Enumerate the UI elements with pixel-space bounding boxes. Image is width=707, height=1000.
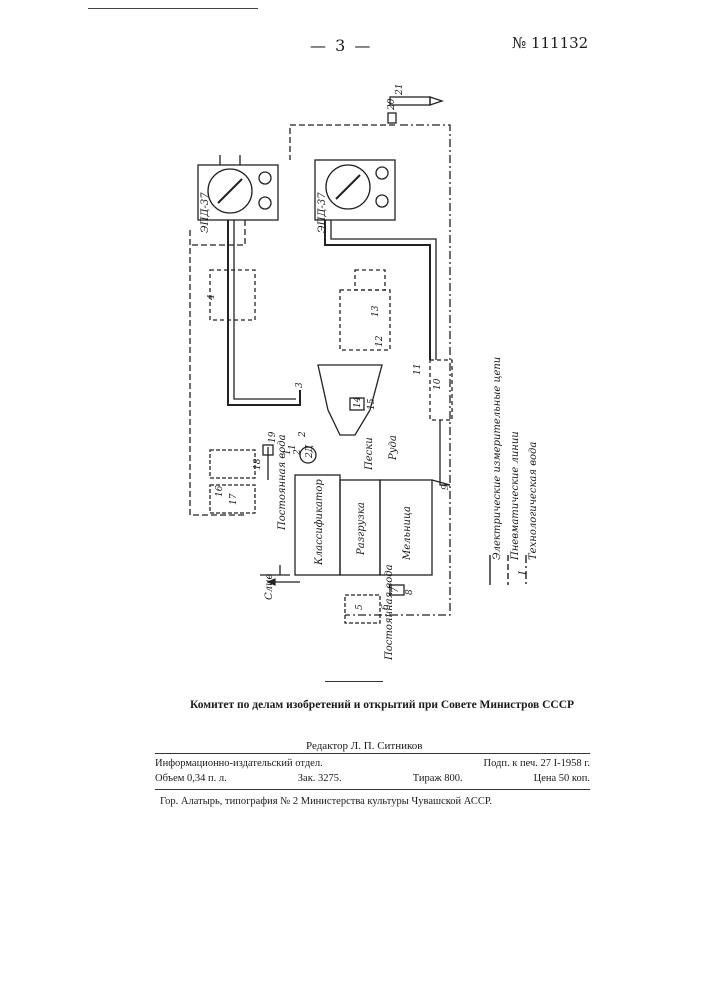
legend-mark: I	[518, 570, 529, 576]
ref-10: 10	[433, 378, 443, 390]
ref-20: 20	[387, 98, 397, 111]
ref-8: 8	[405, 589, 415, 595]
label-ore: Руда	[388, 435, 399, 461]
label-drain: Слив	[264, 574, 275, 600]
label-sands: Пески	[364, 437, 375, 471]
imprint-order: Зак. 3275.	[298, 771, 342, 786]
top-rule	[88, 8, 258, 9]
ref-18: 18	[253, 458, 263, 470]
ref-15: 15	[367, 398, 377, 410]
ref-19: 19	[268, 431, 278, 443]
ref-1: 1	[288, 444, 298, 450]
ref-2: 2	[298, 431, 308, 438]
schematic-diagram: ЭПД-37 ЭПД-37 Классификатор Разгрузка Ме…	[150, 85, 570, 670]
imprint-volume: Объем 0,34 п. л.	[155, 771, 227, 786]
imprint-row-1: Информационно-издательский отдел. Подп. …	[155, 756, 590, 771]
imprint-price: Цена 50 коп.	[534, 771, 590, 786]
ref-21: 21	[395, 85, 405, 96]
ref-5: 5	[355, 604, 365, 610]
label-const-water-2: Постоянная вода	[384, 564, 395, 661]
instrument-right-label: ЭПД-37	[317, 192, 328, 233]
ref-16: 16	[215, 485, 225, 497]
section-rule	[325, 681, 383, 682]
legend-electric: Электрические измерительные цепи	[492, 357, 503, 560]
ref-4: 4	[207, 294, 217, 301]
ref-2d: 2Д	[305, 444, 315, 459]
committee-line: Комитет по делам изобретений и открытий …	[190, 699, 574, 711]
instrument-left-label: ЭПД-37	[200, 192, 211, 233]
ref-12: 12	[375, 335, 385, 347]
ref-11: 11	[413, 364, 423, 375]
label-const-water-1: Постоянная вода	[277, 434, 288, 531]
ref-3: 3	[295, 382, 305, 388]
ref-7: 7	[391, 587, 401, 593]
block-classifier: Классификатор	[314, 479, 325, 566]
block-unload: Разгрузка	[356, 502, 367, 556]
legend-process-water: Технологическая вода	[528, 442, 539, 560]
imprint-signed: Подп. к печ. 27 I-1958 г.	[483, 756, 590, 771]
ref-2b: 2	[293, 449, 303, 456]
block-mill: Мельница	[402, 506, 413, 561]
printer-line: Гор. Алатырь, типография № 2 Министерств…	[160, 796, 492, 807]
editor-line: Редактор Л. П. Ситников	[306, 740, 423, 752]
legend-pneumatic: Пневматические линии	[510, 431, 521, 561]
imprint-print-run: Тираж 800.	[413, 771, 463, 786]
imprint-block: Информационно-издательский отдел. Подп. …	[155, 753, 590, 790]
ref-13: 13	[371, 305, 381, 317]
imprint-row-2: Объем 0,34 п. л. Зак. 3275. Тираж 800. Ц…	[155, 771, 590, 786]
imprint-dept: Информационно-издательский отдел.	[155, 756, 323, 771]
ref-9: 9	[441, 484, 451, 490]
ref-17: 17	[229, 493, 239, 505]
patent-number: № 111132	[512, 34, 588, 52]
ref-6: 6	[381, 604, 391, 610]
ref-14: 14	[353, 396, 363, 408]
ref-1b: 1	[283, 449, 293, 455]
page-number: — 3 —	[310, 36, 372, 55]
